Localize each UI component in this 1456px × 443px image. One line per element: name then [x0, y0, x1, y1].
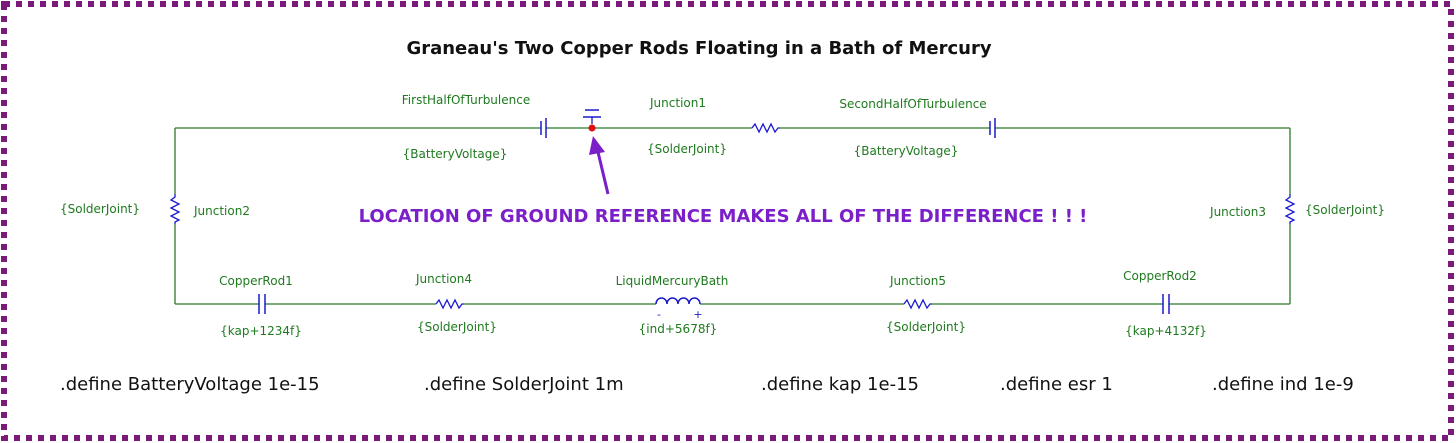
copper-rod1-value: {kap+1234f}: [220, 324, 302, 338]
define-esr: .define esr 1: [1000, 374, 1113, 395]
define-ind: .define ind 1e-9: [1212, 374, 1354, 395]
capacitor-copper-rod2: [1162, 294, 1170, 314]
mercury-bath-plus-sign: +: [693, 308, 702, 321]
copper-rod2-value: {kap+4132f}: [1125, 324, 1207, 338]
junction5-name: Junction5: [889, 274, 946, 288]
diagram-title: Graneau's Two Copper Rods Floating in a …: [406, 38, 991, 59]
resistor-junction1: [751, 122, 780, 134]
arrow-icon: [589, 136, 610, 195]
define-solder-joint: .define SolderJoint 1m: [424, 374, 624, 395]
mercury-bath-name: LiquidMercuryBath: [616, 274, 729, 288]
second-half-value: {BatteryVoltage}: [854, 144, 959, 158]
ground-reference-note: LOCATION OF GROUND REFERENCE MAKES ALL O…: [359, 206, 1088, 227]
mercury-bath-minus-sign: -: [657, 308, 661, 321]
first-half-value: {BatteryVoltage}: [403, 147, 508, 161]
resistor-junction2: [169, 194, 181, 224]
mercury-bath-value: {ind+5678f}: [639, 322, 718, 336]
battery-first-half-symbol: [540, 118, 547, 138]
first-half-name: FirstHalfOfTurbulence: [402, 93, 530, 107]
inductor-mercury-bath: [655, 297, 701, 305]
define-kap: .define kap 1e-15: [761, 374, 919, 395]
resistor-junction3: [1284, 194, 1296, 224]
copper-rod1-name: CopperRod1: [219, 274, 293, 288]
junction2-name: Junction2: [193, 204, 250, 218]
junction4-name: Junction4: [415, 272, 472, 286]
junction3-name: Junction3: [1209, 205, 1266, 219]
ground-reference-symbol: [583, 109, 601, 132]
junction2-value: {SolderJoint}: [60, 202, 140, 216]
wires: [174, 127, 1291, 305]
junction1-value: {SolderJoint}: [647, 142, 727, 156]
capacitor-copper-rod1: [258, 294, 266, 314]
junction3-value: {SolderJoint}: [1305, 203, 1385, 217]
battery-second-half-symbol: [989, 118, 996, 138]
second-half-name: SecondHalfOfTurbulence: [839, 97, 986, 111]
junction5-value: {SolderJoint}: [886, 320, 966, 334]
junction4-value: {SolderJoint}: [417, 320, 497, 334]
copper-rod2-name: CopperRod2: [1123, 269, 1197, 283]
define-battery-voltage: .define BatteryVoltage 1e-15: [60, 374, 320, 395]
resistor-junction4: [435, 298, 464, 310]
resistor-junction5: [903, 298, 932, 310]
junction1-name: Junction1: [649, 96, 706, 110]
